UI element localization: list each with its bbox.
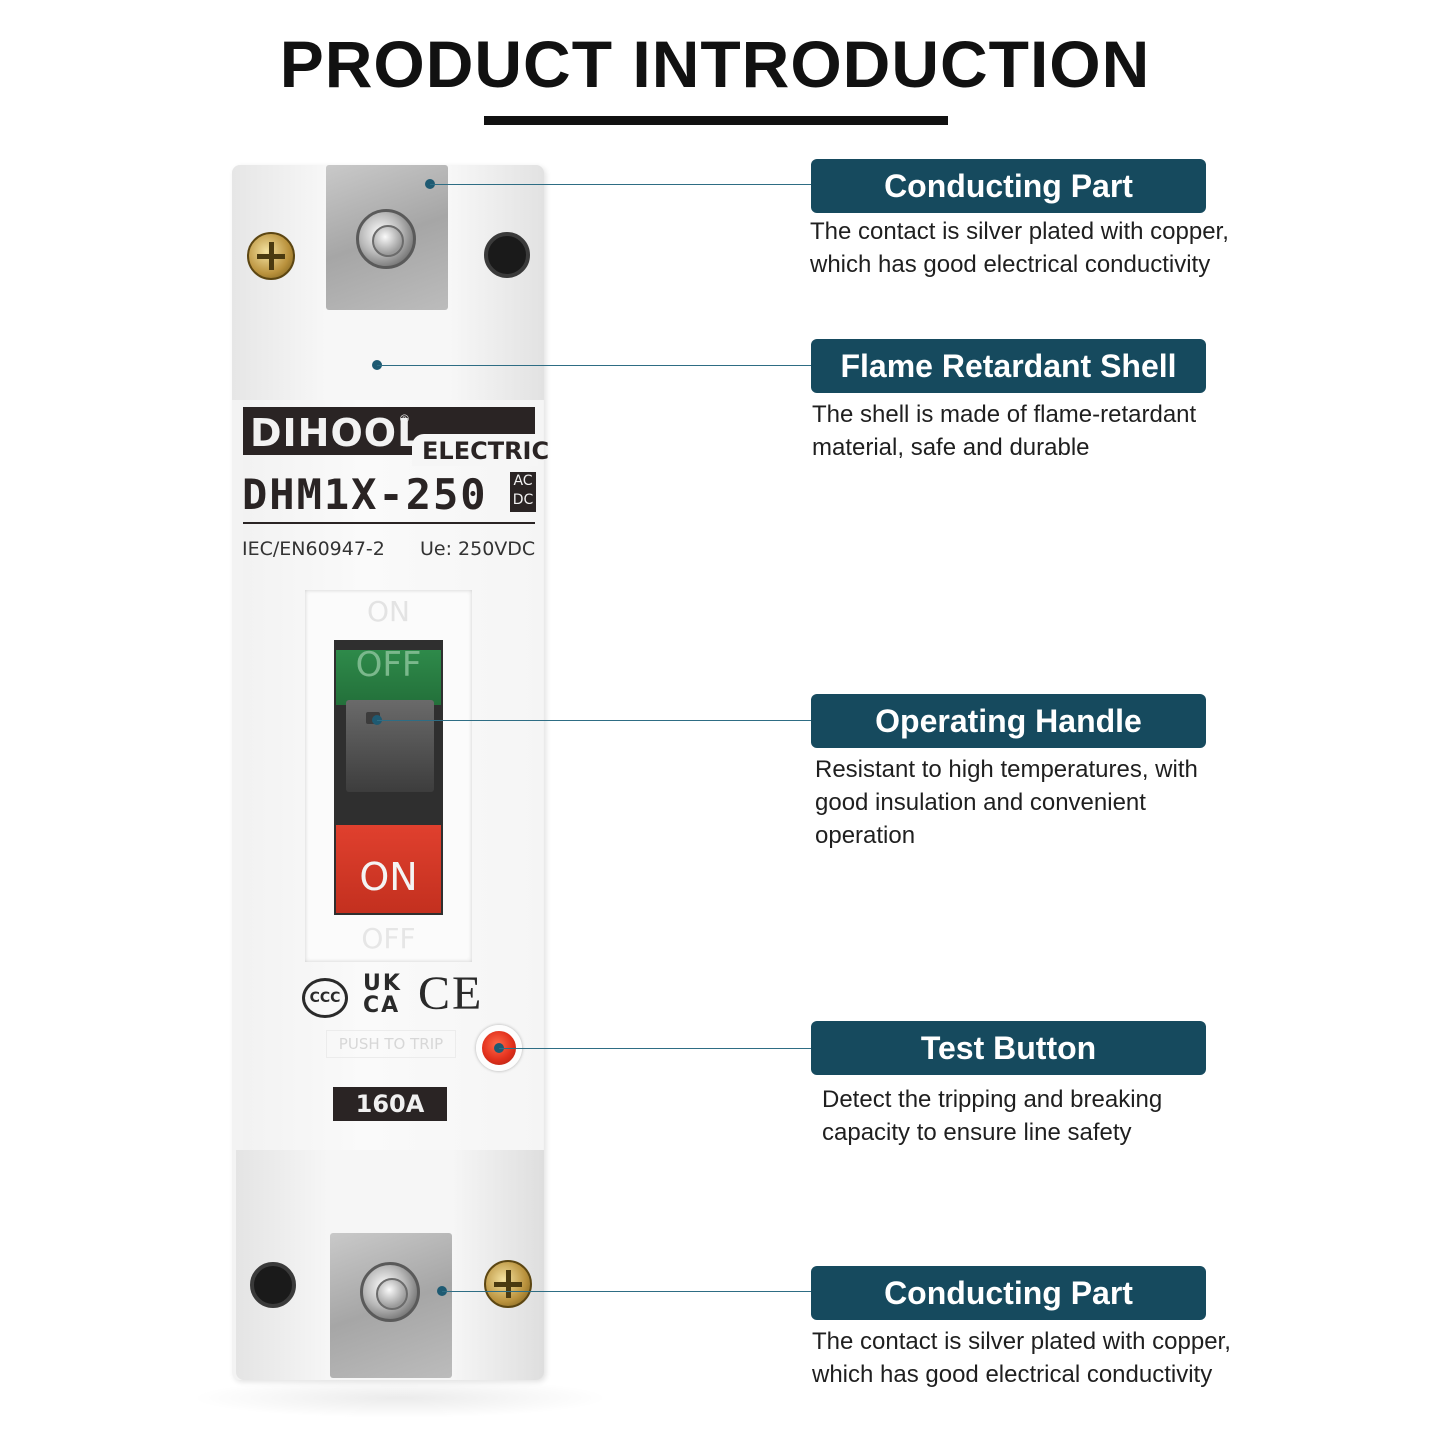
acdc-badge-dc: DC — [512, 492, 534, 508]
callout-4-description: Detect the tripping and breaking capacit… — [822, 1083, 1162, 1149]
bottom-mounting-hole — [250, 1262, 296, 1308]
callout-1-line: which has good electrical conductivity — [810, 251, 1211, 278]
callout-3-line: good insulation and convenient — [815, 789, 1146, 816]
callout-2-line: material, safe and durable — [812, 434, 1090, 461]
callout-5-line: The contact is silver plated with copper… — [812, 1328, 1231, 1355]
callout-3-description: Resistant to high temperatures, with goo… — [815, 753, 1198, 852]
callout-1-leader — [430, 184, 812, 185]
model-number: DHM1X-250 — [242, 470, 488, 519]
acdc-badge-ac: AC — [513, 473, 533, 489]
registered-mark: ® — [400, 412, 409, 426]
operating-handle[interactable] — [346, 700, 434, 792]
callout-3-title: Operating Handle — [811, 694, 1206, 748]
top-mounting-hole — [484, 232, 530, 278]
off-indicator-label: OFF — [355, 645, 422, 685]
ukca-top: UK — [363, 971, 402, 996]
callout-2-leader — [377, 365, 812, 366]
ukca-cert-icon: UK CA — [363, 973, 402, 1017]
title-underline — [484, 116, 948, 125]
top-mounting-screw-icon — [247, 232, 295, 280]
callout-5-line: which has good electrical conductivity — [812, 1361, 1213, 1388]
brand-subtitle: ELECTRIC — [422, 437, 550, 465]
spec-divider — [243, 522, 535, 524]
callout-4-line: capacity to ensure line safety — [822, 1119, 1132, 1146]
callout-3-line: operation — [815, 822, 916, 849]
rating-plate: 160A — [333, 1087, 447, 1121]
brand-cutout — [412, 434, 538, 466]
voltage-spec: Ue: 250VDC — [420, 538, 536, 560]
push-to-trip-label: PUSH TO TRIP — [326, 1030, 456, 1058]
callout-4-title: Test Button — [811, 1021, 1206, 1075]
callout-1-description: The contact is silver plated with copper… — [810, 215, 1229, 281]
callout-3-leader — [377, 720, 812, 721]
on-indicator — [336, 825, 441, 913]
top-terminal-screw-icon — [356, 209, 416, 269]
product-shadow — [190, 1378, 610, 1418]
handle-frame-off-marking: OFF — [361, 922, 416, 955]
callout-4-leader — [499, 1048, 812, 1049]
callout-4-line: Detect the tripping and breaking — [822, 1086, 1163, 1113]
callout-2-line: The shell is made of flame-retardant — [812, 401, 1197, 428]
callout-5-title: Conducting Part — [811, 1266, 1206, 1320]
brand-name: DIHOOL — [250, 411, 423, 455]
ukca-bottom: CA — [363, 993, 401, 1018]
callout-2-description: The shell is made of flame-retardant mat… — [812, 398, 1196, 464]
bottom-mounting-screw-icon — [484, 1260, 532, 1308]
callout-5-description: The contact is silver plated with copper… — [812, 1325, 1231, 1391]
callout-3-line: Resistant to high temperatures, with — [815, 756, 1198, 783]
off-indicator — [336, 650, 441, 705]
handle-frame-on-marking: ON — [367, 595, 410, 628]
on-indicator-label: ON — [359, 855, 418, 899]
ce-cert-icon: CE — [418, 967, 484, 1020]
callout-1-title: Conducting Part — [811, 159, 1206, 213]
acdc-badge: AC DC — [510, 472, 536, 512]
callout-2-title: Flame Retardant Shell — [811, 339, 1206, 393]
standard-spec: IEC/EN60947-2 — [242, 538, 385, 560]
bottom-terminal-screw-icon — [360, 1262, 420, 1322]
callout-1-line: The contact is silver plated with copper… — [810, 218, 1229, 245]
ccc-cert-icon: CCC — [302, 978, 348, 1018]
callout-5-leader — [442, 1291, 812, 1292]
page-title: PRODUCT INTRODUCTION — [279, 27, 1151, 101]
